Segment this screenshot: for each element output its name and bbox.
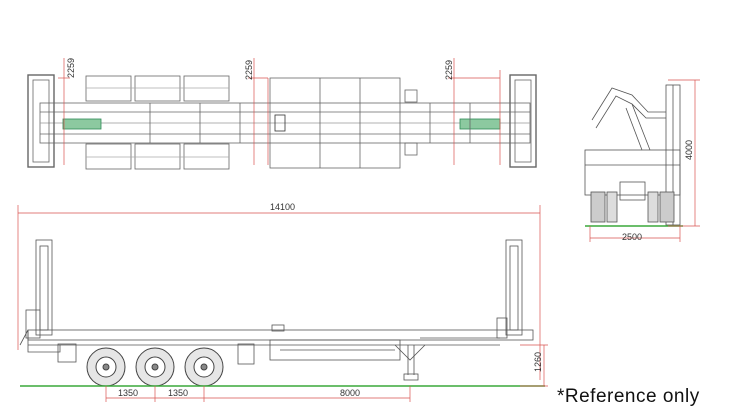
width-label: 2500 bbox=[622, 232, 642, 242]
top-view-dimensions bbox=[58, 58, 501, 165]
reference-note: *Reference only bbox=[557, 386, 700, 407]
top-gap-left-label: 2259 bbox=[66, 58, 76, 78]
end-view-dimensions bbox=[589, 79, 700, 242]
wheelbase-label: 8000 bbox=[340, 388, 360, 398]
top-view bbox=[27, 74, 537, 170]
side-view-dimensions-bottom bbox=[105, 344, 548, 402]
top-gap-mid-label: 2259 bbox=[244, 60, 254, 80]
ride-height-label: 1260 bbox=[533, 352, 543, 372]
axle-spacing-2-label: 1350 bbox=[168, 388, 188, 398]
side-view-dimension-top bbox=[17, 205, 541, 380]
end-view bbox=[584, 84, 681, 226]
wheels bbox=[86, 347, 224, 387]
side-view bbox=[19, 239, 534, 381]
height-label: 4000 bbox=[684, 140, 694, 160]
axle-spacing-1-label: 1350 bbox=[118, 388, 138, 398]
top-gap-right-label: 2259 bbox=[444, 60, 454, 80]
overall-length-label: 14100 bbox=[270, 202, 295, 212]
